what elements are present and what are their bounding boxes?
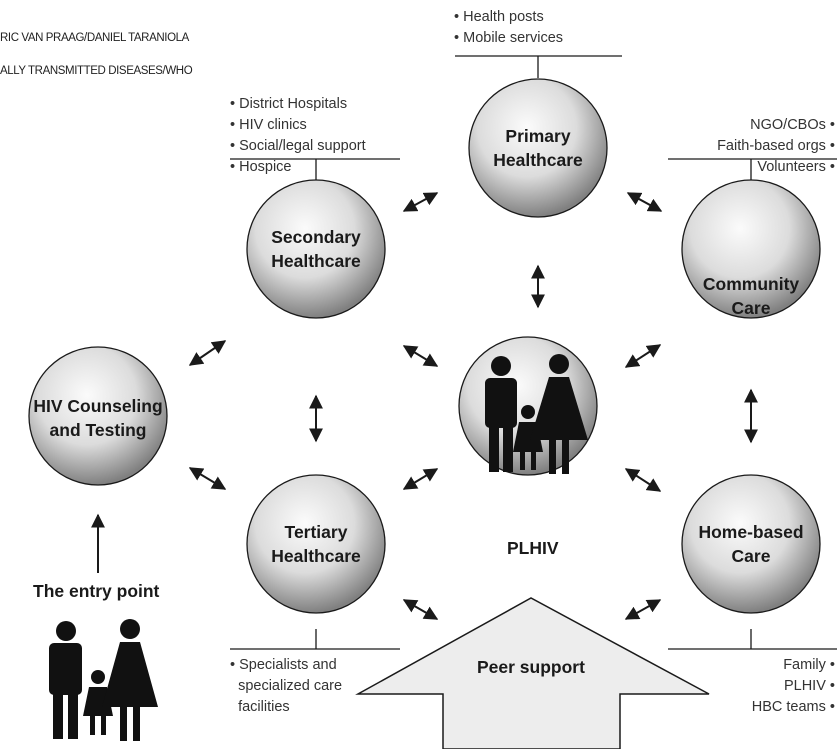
family-icon (485, 354, 588, 474)
source-credit: ALLY TRANSMITTED DISEASES/WHO (0, 65, 193, 77)
arrow-primary-secondary (402, 192, 439, 212)
hct-circle (28, 346, 168, 486)
relation-arrows (188, 192, 758, 620)
service-item: • Hospice (230, 159, 292, 175)
service-item: • Specialists and (230, 657, 337, 673)
service-item: specialized care (238, 678, 343, 694)
service-item: • HIV clinics (230, 117, 307, 133)
service-item: • Health posts (454, 9, 544, 25)
tertiary-healthcare-circle (246, 474, 386, 614)
arrow-home-peer (624, 599, 662, 620)
arrow-plhiv-home (624, 468, 662, 492)
arrow-tertiary-plhiv (402, 468, 439, 490)
secondary-services-list: • District Hospitals • HIV clinics • Soc… (230, 94, 366, 178)
arrow-community-plhiv (624, 344, 662, 368)
photo-credit: RIC VAN PRAAG/DANIEL TARANIOLA (0, 32, 189, 44)
community-care-label: Community Care (702, 274, 800, 318)
service-item: • District Hospitals (230, 96, 348, 112)
tertiary-services-list: • Specialists and specialized care facil… (230, 655, 342, 718)
tertiary-healthcare-label: Tertiary Healthcare (271, 522, 361, 566)
plhiv-caption: PLHIV (507, 538, 559, 558)
service-item: facilities (238, 699, 290, 715)
community-services-list: NGO/CBOs • Faith-based orgs • Volunteers… (717, 115, 835, 178)
service-connectors (230, 55, 837, 650)
home-based-care-circle (681, 474, 821, 614)
peer-support-label: Peer support (477, 657, 585, 677)
entry-family-icon (49, 619, 158, 741)
peer-support-arrow (355, 597, 710, 749)
service-item: • Mobile services (454, 30, 564, 46)
arrow-tertiary-peer (402, 599, 439, 620)
home-based-care-label: Home-based Care (698, 522, 804, 566)
home-services-list: Family • PLHIV • HBC teams • (752, 655, 835, 718)
arrow-secondary-plhiv (402, 345, 439, 367)
primary-healthcare-label: Primary Healthcare (493, 126, 583, 170)
arrow-primary-community (626, 192, 663, 212)
community-care-circle (681, 179, 821, 319)
service-item: Faith-based orgs • (717, 138, 835, 154)
service-item: • Social/legal support (230, 138, 366, 154)
arrow-secondary-hct (188, 340, 227, 366)
primary-services-list: • Health posts • Mobile services (454, 7, 563, 49)
service-item: Volunteers • (757, 159, 835, 175)
secondary-healthcare-label: Secondary Healthcare (271, 227, 361, 271)
primary-healthcare-circle (468, 78, 608, 218)
service-item: Family • (783, 657, 835, 673)
arrow-hct-tertiary (188, 467, 227, 490)
hct-label: HIV Counseling and Testing (33, 396, 163, 440)
entry-point-caption: The entry point (33, 581, 160, 601)
service-item: HBC teams • (751, 699, 835, 715)
service-item: NGO/CBOs • (750, 117, 835, 133)
secondary-healthcare-circle (246, 179, 386, 319)
service-item: PLHIV • (783, 678, 835, 694)
